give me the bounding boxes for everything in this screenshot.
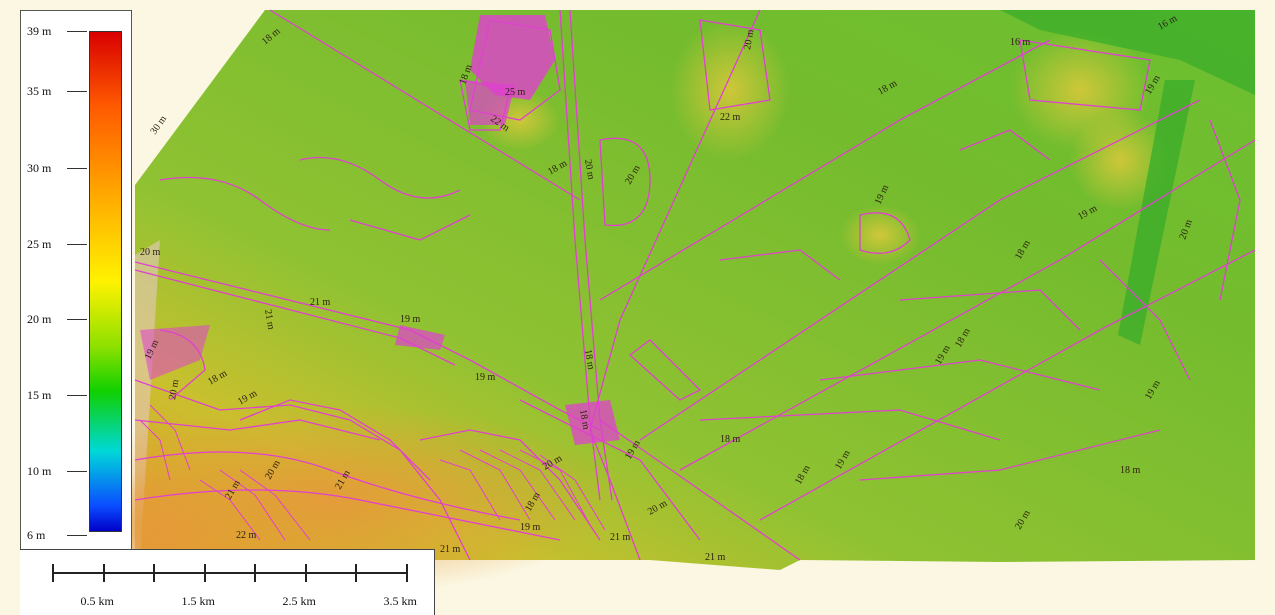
- legend-tick: [67, 244, 87, 245]
- contour-label: 20 m: [582, 159, 596, 181]
- elevation-color-ramp: [89, 31, 122, 532]
- dense-contour-zones: [139, 404, 606, 541]
- contour-label: 25 m: [505, 87, 526, 98]
- scale-bar-tick: [405, 564, 408, 582]
- scale-bar-tick: [203, 564, 206, 582]
- contour-label: 16 m: [1010, 37, 1031, 48]
- scale-bar-tick: [304, 564, 307, 582]
- legend-tick: [67, 319, 87, 320]
- legend-label: 15 m: [27, 388, 52, 402]
- legend-label: 10 m: [27, 464, 52, 478]
- scale-bar-line: [52, 572, 407, 574]
- contour-label: 19 m: [520, 522, 541, 533]
- scale-bar-tick: [52, 564, 54, 582]
- scale-bar-tick: [102, 564, 105, 582]
- elevated-patch: [670, 20, 790, 160]
- contour-label: 22 m: [720, 112, 741, 123]
- contour-label: 18 m: [577, 409, 591, 431]
- contour-label: 20 m: [742, 28, 756, 50]
- contour-label: 18 m: [720, 434, 741, 445]
- contour-label: 18 m: [1120, 465, 1141, 476]
- contour-label: 21 m: [262, 309, 276, 331]
- scale-bar: 0.5 km 1.5 km 2.5 km 3.5 km: [20, 549, 435, 615]
- legend-label: 20 m: [27, 312, 52, 326]
- scale-bar-label: 0.5 km: [80, 594, 114, 608]
- legend-tick: [67, 535, 87, 536]
- contour-label: 19 m: [475, 372, 496, 383]
- legend-label: 6 m: [27, 528, 46, 542]
- contour-label: 19 m: [400, 314, 421, 325]
- contour-lines: [134, 9, 1256, 561]
- elevation-legend: 39 m 35 m 30 m 25 m 20 m 15 m 10 m 6 m: [20, 10, 132, 550]
- contour-label: 21 m: [610, 532, 631, 543]
- scale-bar-label: 2.5 km: [282, 594, 316, 608]
- canal-strip: [1118, 80, 1195, 345]
- scale-bar-tick: [355, 564, 357, 582]
- legend-label: 39 m: [27, 24, 52, 38]
- legend-label: 25 m: [27, 237, 52, 251]
- contour-label: 21 m: [440, 544, 461, 555]
- legend-tick: [67, 471, 87, 472]
- canal-strip: [1000, 10, 1255, 95]
- scale-bar-label: 3.5 km: [383, 594, 417, 608]
- scale-bar-label: 1.5 km: [181, 594, 215, 608]
- dense-contour-zones: [140, 15, 620, 445]
- legend-tick: [67, 31, 87, 32]
- scale-bar-tick: [254, 564, 256, 582]
- contour-label: 30 m: [148, 114, 169, 137]
- legend-label: 30 m: [27, 161, 52, 175]
- contour-label: 21 m: [705, 552, 726, 563]
- contour-label: 22 m: [236, 530, 257, 541]
- legend-tick: [67, 168, 87, 169]
- elevated-patch: [1070, 110, 1170, 210]
- legend-label: 35 m: [27, 84, 52, 98]
- legend-tick: [67, 91, 87, 92]
- contour-label: 20 m: [167, 378, 181, 400]
- scale-bar-tick: [153, 564, 155, 582]
- contour-label: 21 m: [310, 297, 331, 308]
- legend-tick: [67, 395, 87, 396]
- contour-label: 20 m: [140, 247, 161, 258]
- contour-label: 18 m: [582, 349, 596, 371]
